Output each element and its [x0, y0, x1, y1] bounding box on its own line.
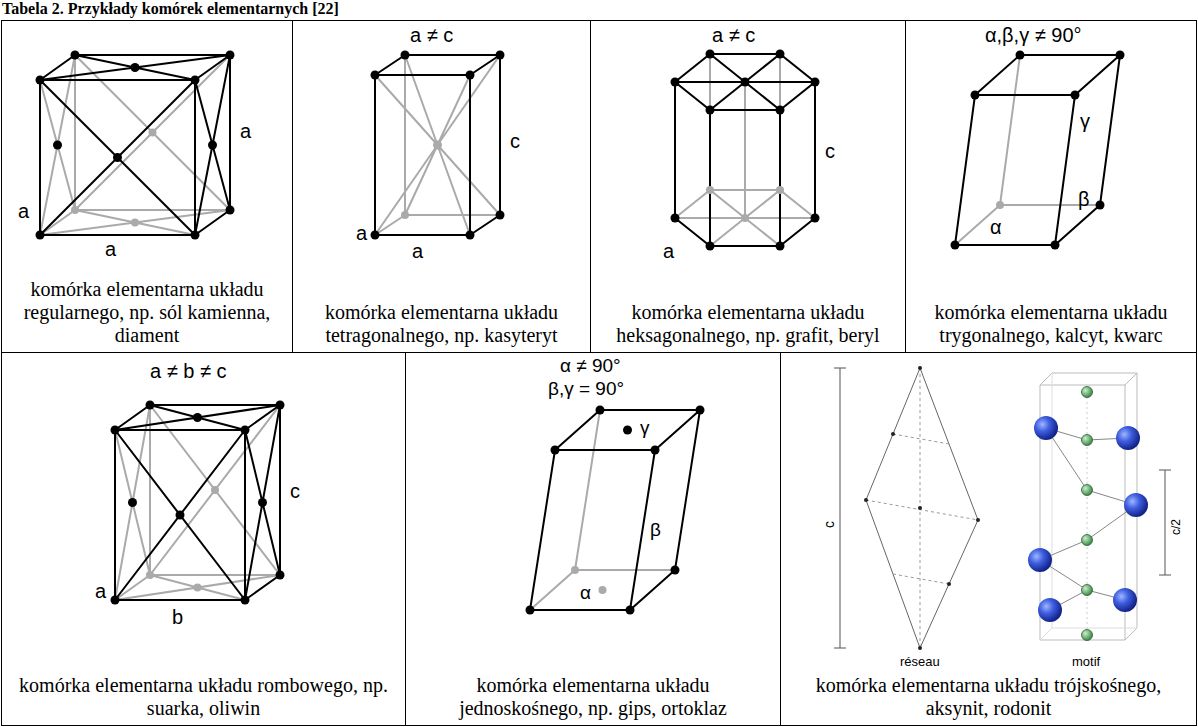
tetragonal-cell — [371, 51, 505, 240]
cell-label: c — [290, 480, 300, 502]
cell-caption: komórka elementarna układu trójskośnego,… — [787, 674, 1190, 720]
cell-label: α — [990, 216, 1002, 238]
cell-label: c — [822, 521, 837, 528]
cell-label: motif — [1072, 655, 1100, 669]
monoclinic-cell — [526, 406, 705, 615]
cell-label: a — [95, 580, 106, 602]
cell-caption: komórka elementarna układu trygonalnego,… — [912, 301, 1190, 347]
cell-label: a — [240, 120, 251, 142]
cell-caption: komórka elementarna układu tetragonalneg… — [299, 301, 584, 347]
hexagonal-cell — [671, 50, 820, 251]
cell-label: a — [18, 200, 29, 222]
triclinic-lattice — [834, 366, 980, 650]
table-cell: komórka elementarna układu trygonalnego,… — [905, 20, 1197, 353]
cell-label: β,γ = 90° — [548, 379, 624, 400]
table-cell: komórka elementarna układu regularnego, … — [1, 20, 293, 353]
cell-label: a ≠ c — [712, 24, 755, 46]
table-cell: komórka elementarna układu heksagonalneg… — [590, 20, 906, 353]
trigonal-cell — [951, 51, 1125, 250]
cell-label: α ≠ 90° — [560, 356, 621, 377]
table-cell: komórka elementarna układu tetragonalneg… — [292, 20, 591, 353]
cell-label: a — [663, 240, 674, 262]
cell-caption: komórka elementarna układu jednoskośnego… — [412, 674, 774, 720]
cell-label: a — [412, 240, 423, 262]
orthorhombic-cell — [111, 401, 285, 605]
cell-caption: komórka elementarna układu rombowego, np… — [8, 674, 399, 720]
table-cell: komórka elementarna układu rombowego, np… — [1, 352, 406, 726]
triclinic-motif — [1028, 373, 1171, 641]
cell-caption: komórka elementarna układu regularnego, … — [8, 278, 286, 347]
cell-label: réseau — [900, 655, 940, 669]
cell-label: α — [580, 583, 591, 604]
cell-label: c — [825, 140, 835, 162]
cell-label: c — [510, 130, 520, 152]
cell-label: a ≠ c — [410, 24, 453, 46]
cell-label: γ — [640, 418, 650, 439]
cell-label: β — [650, 520, 661, 541]
cell-label: a — [356, 222, 367, 244]
cell-label: β — [1078, 188, 1090, 210]
table-cell: komórka elementarna układu trójskośnego,… — [780, 352, 1197, 726]
cubic-cell — [36, 51, 235, 240]
cell-label: a — [105, 238, 116, 260]
cell-label: a ≠ b ≠ c — [150, 360, 226, 382]
cell-label: α,β,γ ≠ 90° — [985, 24, 1082, 46]
table-title: Tabela 2. Przykłady komórek elementarnyc… — [2, 0, 339, 18]
cell-label: γ — [1080, 110, 1090, 132]
cell-caption: komórka elementarna układu heksagonalneg… — [597, 301, 899, 347]
cell-label: b — [172, 606, 183, 628]
table-cell: komórka elementarna układu jednoskośnego… — [405, 352, 781, 726]
cell-label: c/2 — [1170, 519, 1183, 535]
